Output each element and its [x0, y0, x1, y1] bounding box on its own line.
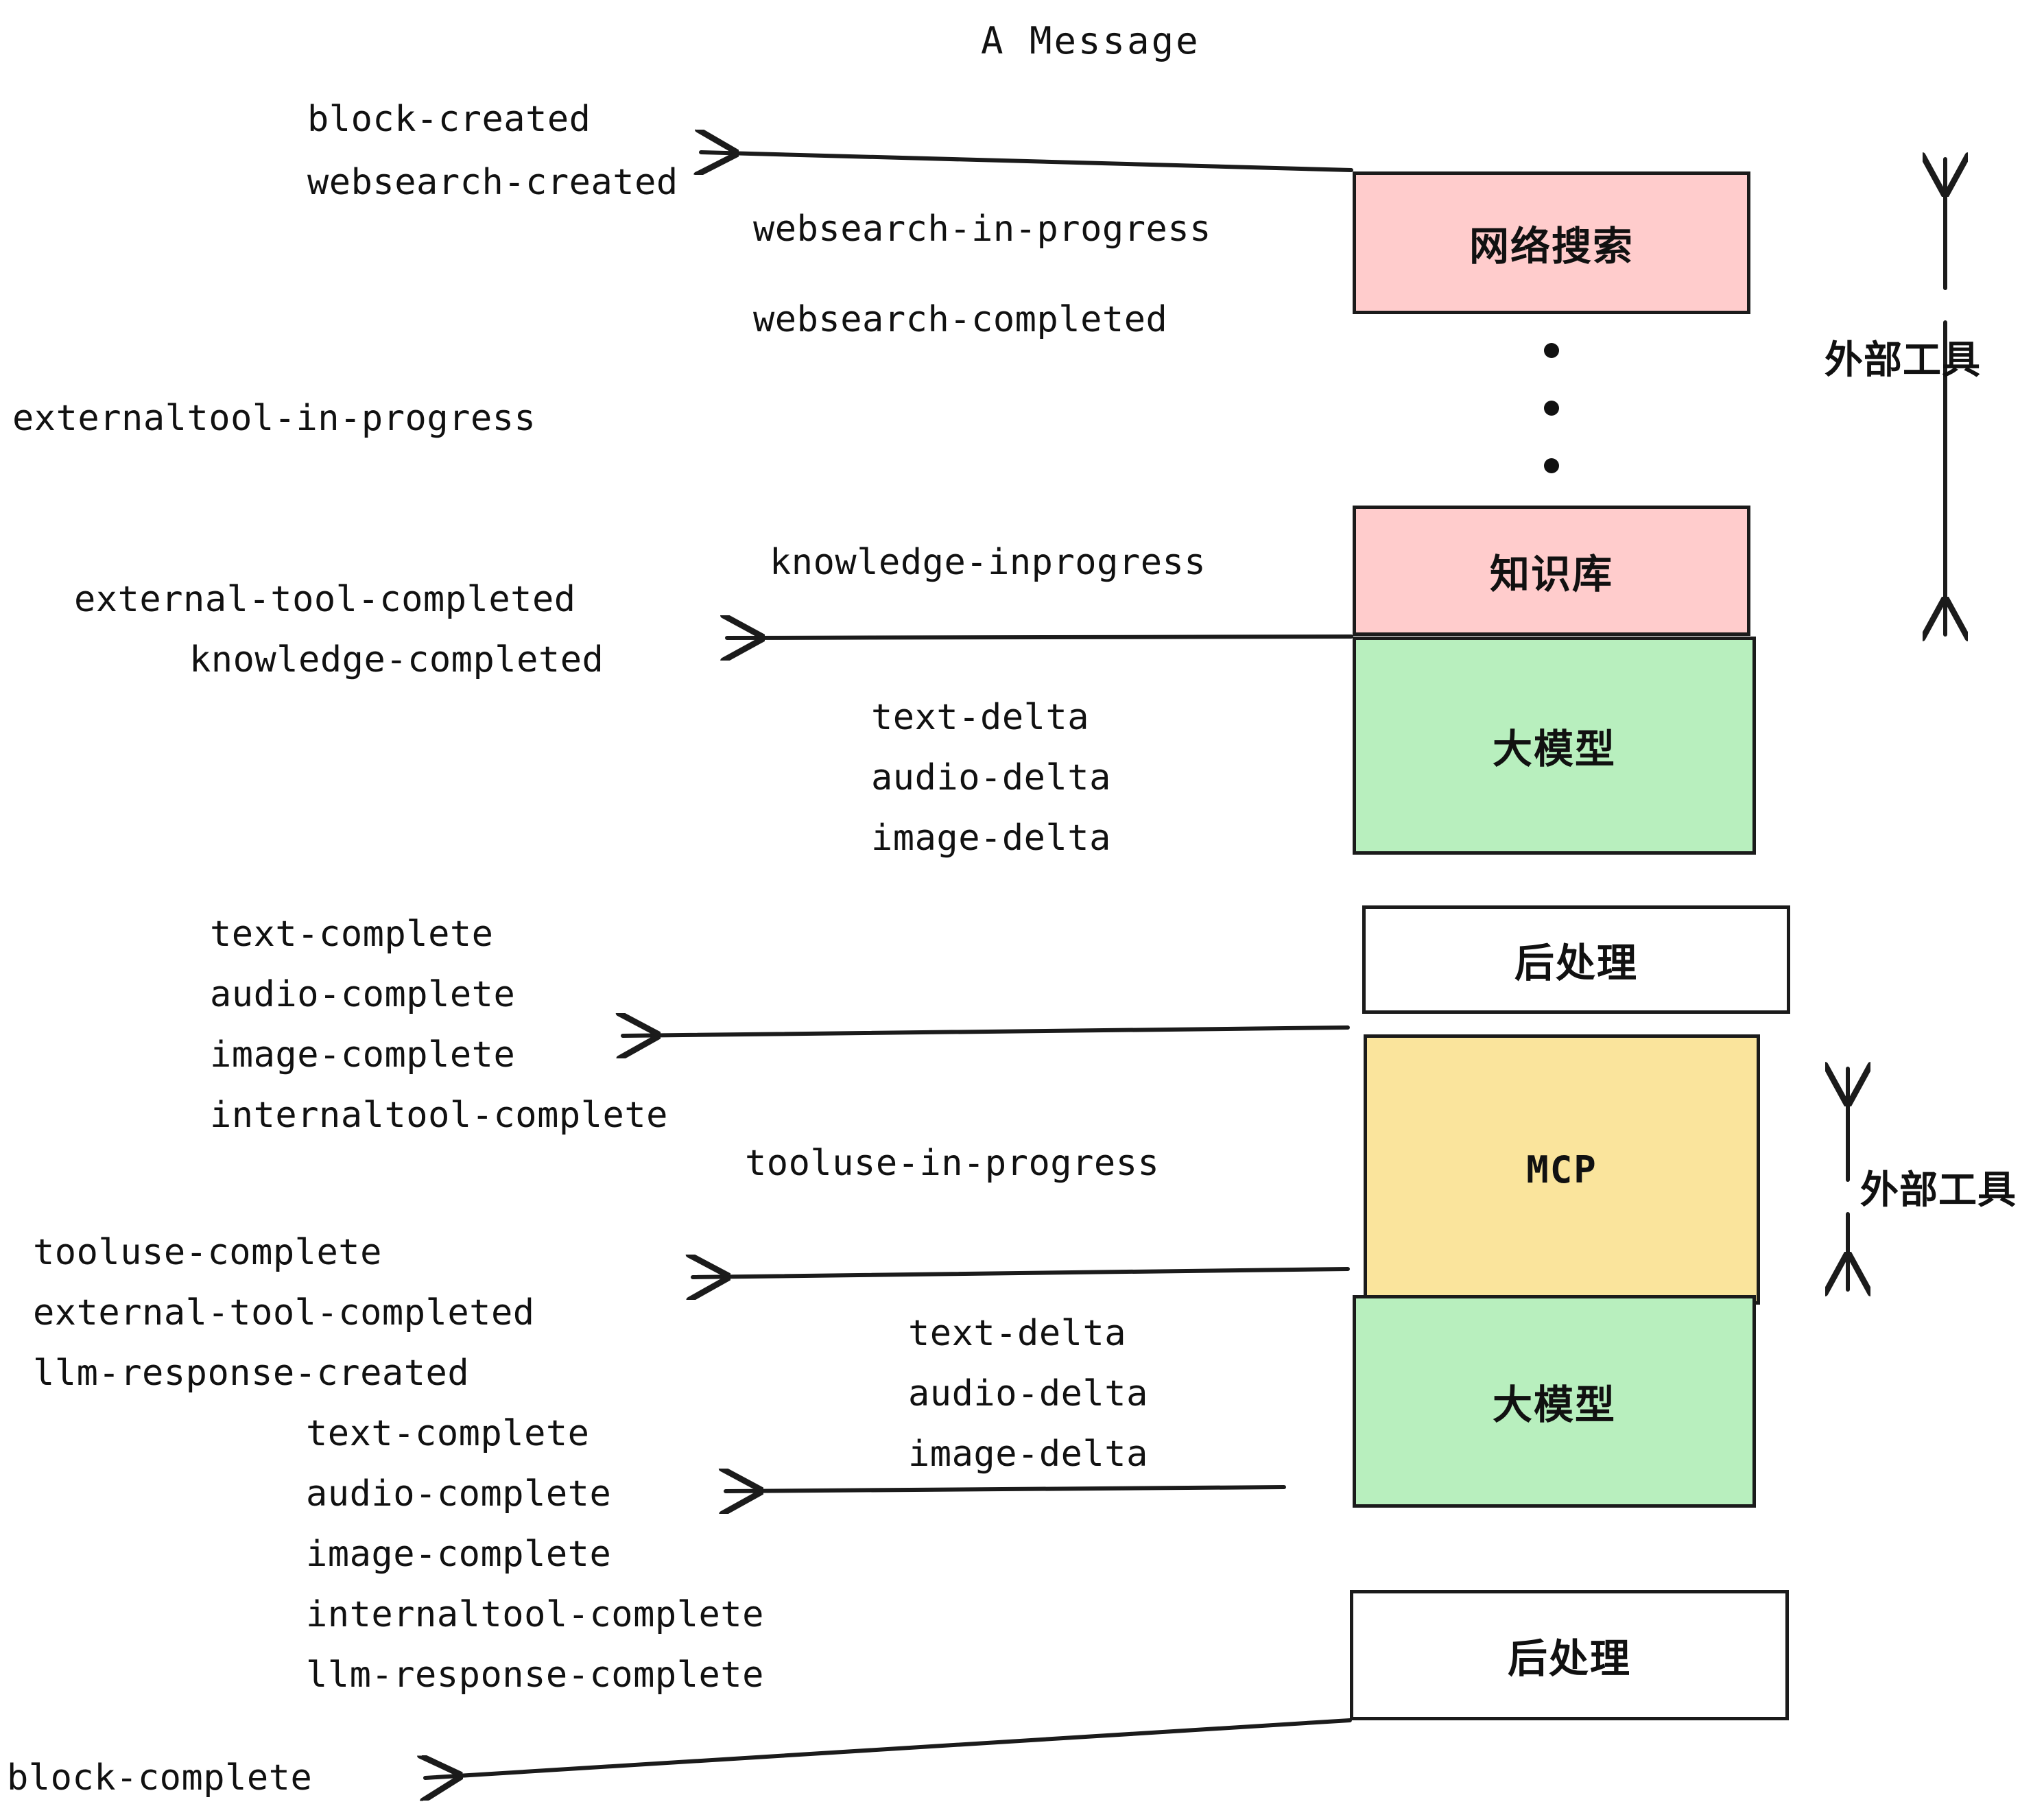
diagram-title: A Message [981, 19, 1200, 62]
arrow-llm2-to-events [726, 1487, 1286, 1491]
node-postprocess-1-label: 后处理 [1514, 940, 1638, 986]
event-knowledge-inprogress: knowledge-inprogress [770, 542, 1207, 583]
event-audio-complete-2: audio-complete [306, 1473, 612, 1515]
event-block-complete: block-complete [7, 1757, 313, 1799]
node-llm-2[interactable]: 大模型 [1353, 1295, 1756, 1508]
arrow-llm1-to-events [623, 1028, 1350, 1036]
event-llm-response-created: llm-response-created [33, 1353, 470, 1394]
event-image-complete-2: image-complete [306, 1534, 612, 1575]
event-internaltool-complete-2: internaltool-complete [306, 1594, 764, 1635]
event-external-tool-completed-2: external-tool-completed [33, 1292, 535, 1333]
side-label-external-tools-top: 外部工具 [1825, 338, 1981, 383]
arrow-mcp-to-events [693, 1269, 1350, 1277]
node-knowledge-base-label: 知识库 [1489, 551, 1613, 597]
node-websearch[interactable]: 网络搜索 [1353, 171, 1750, 314]
arrow-knowledge-to-events [727, 637, 1353, 638]
node-postprocess-2[interactable]: 后处理 [1350, 1590, 1789, 1720]
node-mcp-label: MCP [1526, 1148, 1597, 1191]
arrow-websearch-to-events [701, 152, 1353, 170]
node-llm-2-label: 大模型 [1492, 1381, 1616, 1428]
ellipsis-dot [1544, 401, 1559, 416]
event-tooluse-in-progress: tooluse-in-progress [745, 1143, 1160, 1184]
event-audio-complete-1: audio-complete [210, 974, 516, 1015]
arrow-postproc2-to-block-complete [425, 1718, 1352, 1778]
event-block-created: block-created [307, 99, 591, 140]
node-mcp[interactable]: MCP [1364, 1034, 1760, 1305]
ellipsis-dot [1544, 458, 1559, 473]
event-external-tool-completed-1: external-tool-completed [74, 579, 576, 620]
event-audio-delta-1: audio-delta [871, 757, 1111, 798]
event-text-delta-1: text-delta [871, 697, 1090, 738]
side-label-external-tools-bottom: 外部工具 [1860, 1168, 2017, 1213]
node-llm-1-label: 大模型 [1492, 726, 1616, 772]
event-websearch-completed: websearch-completed [753, 299, 1168, 340]
event-knowledge-completed: knowledge-completed [189, 639, 604, 680]
event-audio-delta-2: audio-delta [908, 1373, 1148, 1414]
event-websearch-created: websearch-created [307, 162, 678, 203]
ellipsis-dot [1544, 343, 1559, 358]
event-websearch-in-progress: websearch-in-progress [753, 209, 1211, 250]
event-llm-response-complete: llm-response-complete [306, 1654, 764, 1696]
event-text-complete-2: text-complete [306, 1413, 590, 1454]
event-image-delta-1: image-delta [871, 818, 1111, 859]
event-tooluse-complete: tooluse-complete [33, 1232, 382, 1273]
event-externaltool-in-progress: externaltool-in-progress [12, 398, 536, 439]
node-websearch-label: 网络搜索 [1469, 223, 1634, 270]
event-text-complete-1: text-complete [210, 914, 494, 955]
vertical-ellipsis [1543, 343, 1560, 473]
node-knowledge-base[interactable]: 知识库 [1353, 506, 1750, 636]
event-image-complete-1: image-complete [210, 1034, 516, 1076]
node-llm-1[interactable]: 大模型 [1353, 637, 1756, 855]
event-text-delta-2: text-delta [908, 1313, 1127, 1354]
event-image-delta-2: image-delta [908, 1434, 1148, 1475]
node-postprocess-1[interactable]: 后处理 [1362, 905, 1790, 1014]
node-postprocess-2-label: 后处理 [1507, 1635, 1631, 1682]
event-internaltool-complete-1: internaltool-complete [210, 1095, 668, 1136]
